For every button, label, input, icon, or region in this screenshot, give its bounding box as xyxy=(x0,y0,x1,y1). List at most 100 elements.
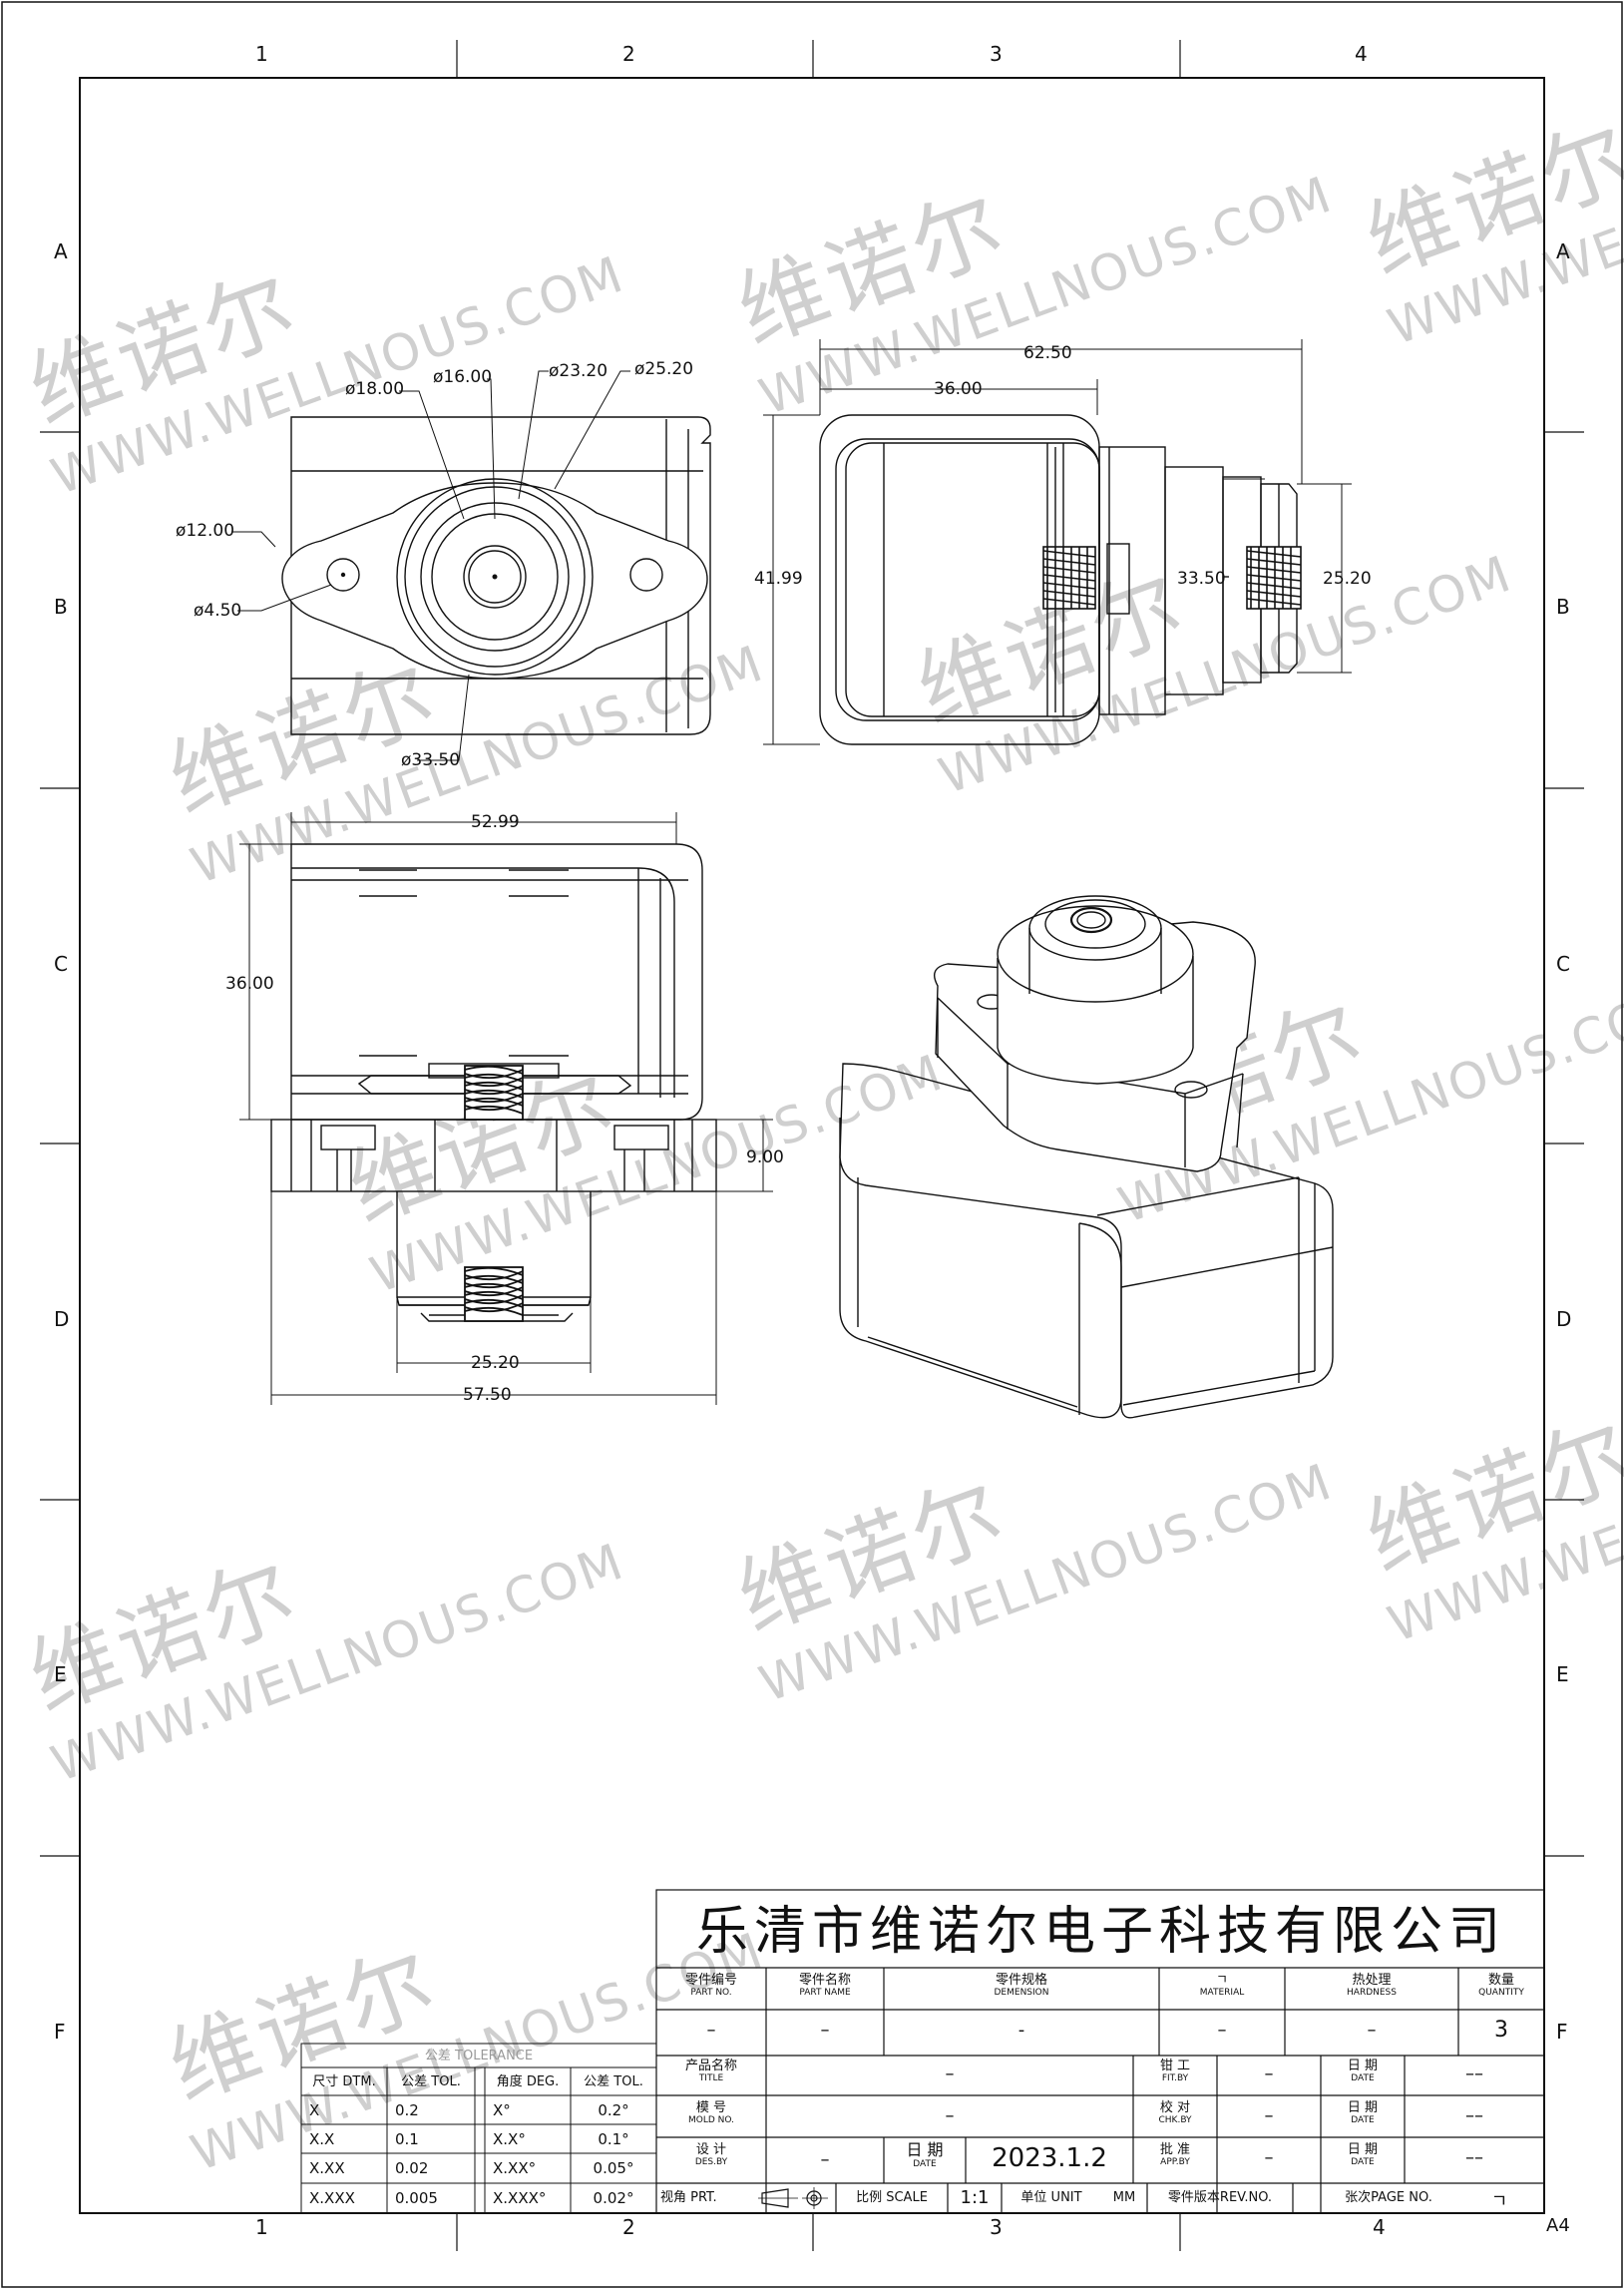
dim-d25: ø25.20 xyxy=(634,359,694,379)
tol-r2-c3: X.X° xyxy=(493,2130,526,2148)
header-part-no-cn: 零件编号 xyxy=(684,1973,737,1988)
value-date-3: –– xyxy=(1465,2147,1483,2168)
dim-d4_5: ø4.50 xyxy=(194,601,242,621)
tol-r1-c3: X° xyxy=(493,2101,511,2119)
label-date-1-cn: 日 期 xyxy=(1347,2059,1379,2073)
value-page: ㄱ xyxy=(1490,2191,1508,2212)
header-part-name-cn: 零件名称 xyxy=(798,1973,851,1988)
front-view xyxy=(239,812,773,1405)
label-date-2-en: DATE xyxy=(1351,2115,1375,2125)
dim-w25_2: 25.20 xyxy=(471,1353,520,1373)
label-design-cn: 设 计 xyxy=(695,2142,727,2157)
dim-d33_5: ø33.50 xyxy=(401,750,461,770)
label-date-en: DATE xyxy=(913,2159,937,2169)
housing-outline xyxy=(290,416,711,735)
label-date-cn: 日 期 xyxy=(906,2140,944,2159)
label-approve-cn: 批 准 xyxy=(1159,2142,1191,2157)
col-label-2-bottom: 2 xyxy=(622,2215,635,2239)
label-scale: 比例 SCALE xyxy=(856,2190,928,2205)
value-design: – xyxy=(820,2149,830,2170)
value-date: 2023.1.2 xyxy=(992,2143,1107,2173)
sheet-inner-border xyxy=(79,77,1545,2214)
front-spring-bottom xyxy=(464,1266,524,1322)
value-unit: MM xyxy=(1112,2190,1136,2205)
dim-d18: ø18.00 xyxy=(345,379,405,399)
col-label-3: 3 xyxy=(990,42,1003,66)
dim-h36: 36.00 xyxy=(225,974,274,994)
tol-r3-c2: 0.02 xyxy=(395,2159,429,2177)
header-hardness-en: HARDNESS xyxy=(1347,1988,1397,1998)
label-mold-en: MOLD NO. xyxy=(688,2115,734,2125)
label-page: 张次PAGE NO. xyxy=(1345,2190,1432,2205)
header-quantity-en: QUANTITY xyxy=(1478,1988,1524,1998)
label-date-2-cn: 日 期 xyxy=(1347,2100,1379,2115)
company-title: 乐清市维诺尔电子科技有限公司 xyxy=(695,1902,1506,1962)
dim-d16: ø16.00 xyxy=(433,367,493,387)
col-label-4: 4 xyxy=(1355,42,1368,66)
tol-r4-c1: X.XXX xyxy=(309,2189,355,2207)
label-unit: 单位 UNIT xyxy=(1020,2190,1082,2205)
tol-r2-c1: X.X xyxy=(309,2130,335,2148)
dim-h33_5: 33.50 xyxy=(1177,569,1226,589)
tol-r2-c4: 0.1° xyxy=(598,2130,629,2148)
col-label-2: 2 xyxy=(622,42,635,66)
label-title-cn: 产品名称 xyxy=(684,2059,737,2073)
row-label-c: C xyxy=(54,952,68,976)
tol-r2-c2: 0.1 xyxy=(395,2130,419,2148)
mount-hole-right xyxy=(629,558,663,592)
dim-h41_99: 41.99 xyxy=(754,569,803,589)
value-material: – xyxy=(1217,2020,1227,2041)
title-block xyxy=(655,1889,1545,2214)
label-approve-en: APP.BY xyxy=(1160,2157,1190,2167)
value-fit: – xyxy=(1264,2063,1274,2084)
tol-r4-c3: X.XXX° xyxy=(493,2189,547,2207)
tol-header-dtm: 尺寸 DTM. xyxy=(312,2074,376,2089)
header-part-no-en: PART NO. xyxy=(690,1988,732,1998)
tol-header-deg: 角度 DEG. xyxy=(496,2074,560,2089)
row-label-b-right: B xyxy=(1556,595,1570,619)
value-date-2: –– xyxy=(1465,2105,1483,2126)
top-view xyxy=(231,370,711,761)
value-check: – xyxy=(1264,2105,1274,2126)
side-knob xyxy=(1260,483,1298,674)
dim-h9: 9.00 xyxy=(746,1147,784,1167)
value-part-name: – xyxy=(820,2020,830,2041)
label-fit-en: FIT.BY xyxy=(1161,2073,1189,2083)
label-date-3-cn: 日 期 xyxy=(1347,2142,1379,2157)
row-label-c-right: C xyxy=(1556,952,1570,976)
dim-w57_5: 57.50 xyxy=(463,1385,512,1405)
col-label-1-bottom: 1 xyxy=(255,2215,268,2239)
row-label-e: E xyxy=(54,1662,67,1686)
label-design-en: DES.BY xyxy=(694,2157,728,2167)
tol-header-tol2: 公差 TOL. xyxy=(584,2074,643,2089)
dim-d23: ø23.20 xyxy=(549,361,609,381)
row-label-a-right: A xyxy=(1556,239,1570,263)
dim-w36: 36.00 xyxy=(934,379,983,399)
tol-r1-c1: X xyxy=(309,2101,320,2119)
tol-r3-c1: X.XX xyxy=(309,2159,345,2177)
row-label-b: B xyxy=(54,595,68,619)
tol-r1-c2: 0.2 xyxy=(395,2101,419,2119)
label-check-cn: 校 对 xyxy=(1159,2100,1191,2115)
isometric-view xyxy=(839,895,1334,1419)
value-hardness: – xyxy=(1367,2020,1377,2041)
dim-h25_2: 25.20 xyxy=(1323,569,1372,589)
tol-r3-c4: 0.05° xyxy=(593,2159,634,2177)
row-label-f: F xyxy=(54,2020,66,2044)
front-spring-top xyxy=(464,1065,524,1121)
row-label-f-right: F xyxy=(1556,2020,1568,2044)
value-dimension: - xyxy=(1017,2020,1025,2041)
col-label-1: 1 xyxy=(255,42,268,66)
row-label-e-right: E xyxy=(1556,1662,1569,1686)
